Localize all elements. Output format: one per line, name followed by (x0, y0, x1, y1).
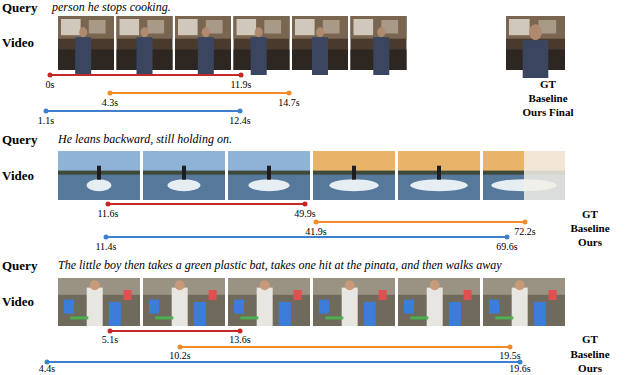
timelines (44, 73, 528, 365)
video-frame (506, 16, 565, 78)
time-span (48, 73, 244, 78)
row-heading: Video (2, 169, 34, 183)
timestamp: 14.7s (278, 97, 299, 108)
timestamp: 5.1s (102, 334, 118, 345)
row-heading: Query (2, 1, 37, 15)
method-label: Ours (578, 236, 602, 248)
method-label: Baseline (528, 92, 567, 104)
timestamp: 4.4s (39, 363, 55, 374)
timestamp: 12.4s (229, 115, 250, 126)
video-frame (483, 151, 565, 200)
time-span (314, 220, 528, 225)
method-label: Ours (578, 362, 602, 374)
timestamp: 41.9s (305, 226, 326, 237)
timestamp: 69.6s (496, 241, 517, 252)
video-frame (175, 16, 231, 75)
method-label: GT (582, 208, 598, 220)
timestamp: 19.5s (499, 350, 520, 361)
timestamp: 11.6s (97, 208, 118, 219)
query-text: He leans backward, still holding on. (58, 133, 232, 146)
video-frame (483, 278, 565, 326)
row-heading: Video (2, 36, 34, 50)
video-frame (228, 151, 310, 200)
timestamp: 11.9s (230, 79, 251, 90)
timestamp: 4.3s (102, 97, 118, 108)
video-frame (228, 278, 310, 326)
video-frame (234, 16, 290, 75)
video-frame (143, 278, 225, 326)
video-frame (117, 16, 173, 75)
timestamp: 72.2s (514, 226, 535, 237)
timestamp: 19.6s (509, 363, 530, 374)
time-span (178, 345, 513, 350)
query-text: The little boy then takes a green plasti… (58, 259, 501, 272)
time-span (44, 109, 243, 114)
method-label: Baseline (570, 348, 609, 360)
video-frame (398, 151, 480, 200)
video-frame (58, 278, 140, 326)
method-label: Baseline (570, 222, 609, 234)
video-frame (143, 151, 225, 200)
video-frame (313, 278, 395, 326)
method-label: GT (540, 78, 556, 90)
timestamp: 1.1s (38, 115, 54, 126)
timestamp: 0s (46, 79, 55, 90)
time-span (108, 91, 292, 96)
row-heading: Query (2, 133, 37, 147)
timestamp: 13.6s (229, 334, 250, 345)
timestamp: 10.2s (169, 350, 190, 361)
method-label: Ours Final (522, 106, 573, 118)
query-text: person he stops cooking. (52, 1, 171, 14)
video-frames (58, 16, 565, 326)
time-span (106, 202, 308, 207)
time-span (45, 360, 523, 365)
video-frame (58, 16, 114, 75)
video-frame (351, 16, 407, 75)
row-heading: Video (2, 295, 34, 309)
timestamp: 49.9s (294, 208, 315, 219)
video-frame (313, 151, 395, 200)
video-frame (292, 16, 348, 75)
timestamp: 11.4s (95, 241, 116, 252)
time-span (108, 329, 243, 334)
method-label: GT (582, 333, 598, 345)
video-frame (58, 151, 140, 200)
video-frame (398, 278, 480, 326)
row-heading: Query (2, 259, 37, 273)
